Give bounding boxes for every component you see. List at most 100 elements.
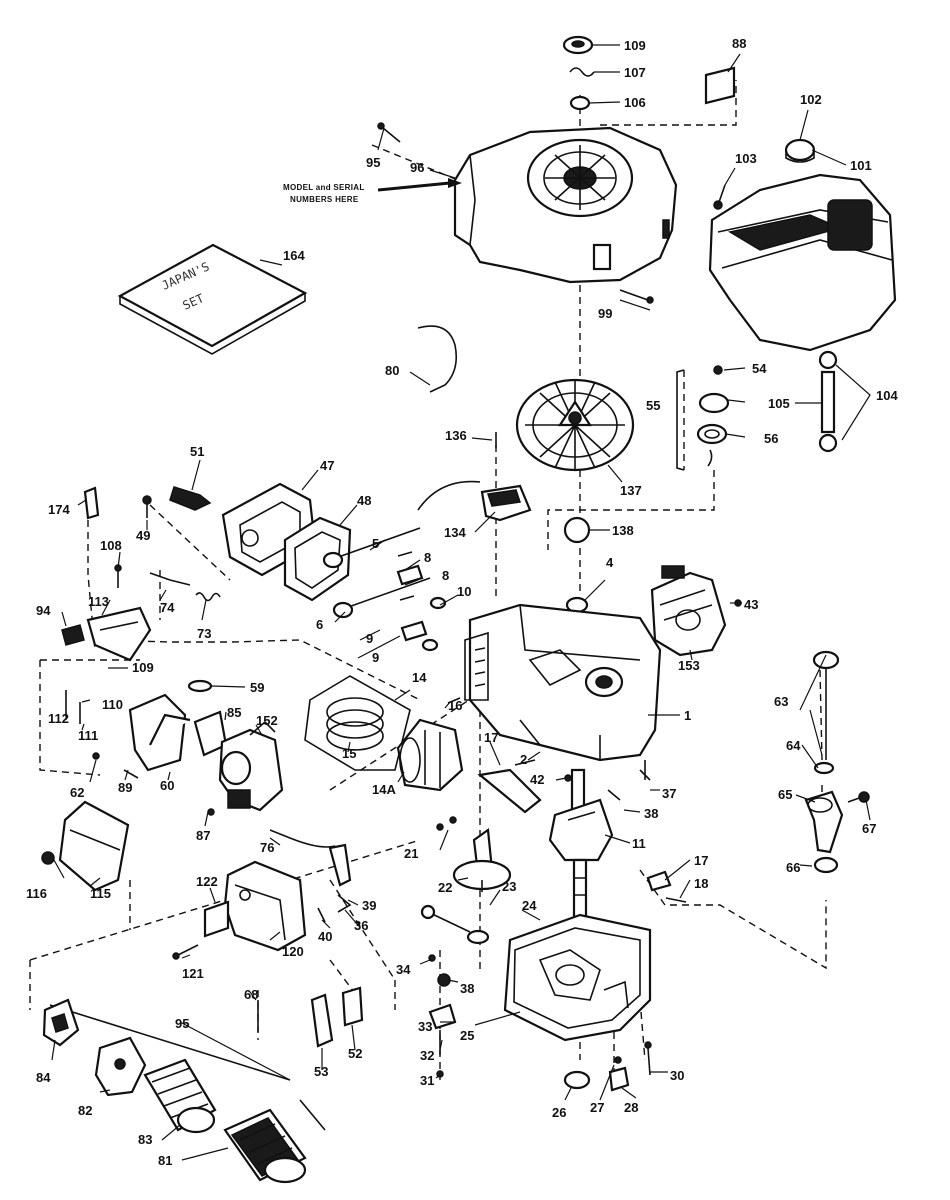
screw-40 (317, 907, 326, 923)
label-33: 33 (418, 1019, 432, 1034)
part-28 (608, 1066, 630, 1092)
link-174 (83, 486, 100, 520)
link-74 (149, 572, 191, 586)
crankshaft (548, 768, 614, 920)
label-81: 81 (158, 1153, 172, 1168)
carburetor-area (65, 679, 284, 816)
label-63: 63 (774, 694, 788, 709)
label-55: 55 (646, 398, 660, 413)
label-21: 21 (404, 846, 418, 861)
label-106: 106 (624, 95, 646, 110)
label-39: 39 (362, 898, 376, 913)
label-36: 36 (354, 918, 368, 933)
label-38b: 38 (460, 981, 474, 996)
blower-housing (453, 126, 678, 284)
label-1: 1 (684, 708, 691, 723)
label-110: 110 (102, 697, 123, 712)
label-16: 16 (448, 698, 462, 713)
label-47: 47 (320, 458, 334, 473)
fuel-line (818, 350, 838, 453)
label-9b: 9 (372, 650, 379, 665)
spring-107 (569, 67, 595, 77)
oil-fill-tube (804, 650, 870, 874)
label-80: 80 (385, 363, 399, 378)
label-14A: 14A (372, 782, 396, 797)
oil-sump (503, 913, 652, 1042)
part-52 (341, 986, 364, 1027)
label-10: 10 (457, 584, 471, 599)
label-103: 103 (735, 151, 757, 166)
label-138: 138 (612, 523, 634, 538)
label-60: 60 (160, 778, 174, 793)
label-113: 113 (88, 594, 109, 609)
screw-18 (665, 897, 687, 903)
label-5: 5 (372, 536, 379, 551)
label-43: 43 (744, 597, 758, 612)
label-15: 15 (342, 746, 356, 761)
label-40: 40 (318, 929, 332, 944)
tube-65 (804, 790, 844, 854)
bushing-138 (563, 516, 591, 544)
label-101: 101 (850, 158, 872, 173)
label-8a: 8 (424, 550, 431, 565)
label-95b: 95 (175, 1016, 189, 1031)
label-152: 152 (256, 713, 278, 728)
label-102: 102 (800, 92, 822, 107)
screw-95 (382, 127, 401, 143)
label-48: 48 (357, 493, 371, 508)
screw-49 (142, 495, 152, 505)
label-105: 105 (768, 396, 790, 411)
note-line2: NUMBERS HERE (290, 195, 359, 204)
flywheel (515, 378, 635, 472)
dipstick-63 (812, 650, 840, 670)
part-37 (639, 760, 651, 781)
label-27: 27 (590, 1100, 604, 1115)
label-17b: 17 (694, 853, 708, 868)
label-54: 54 (752, 361, 767, 376)
note-line1: MODEL and SERIAL (283, 183, 365, 192)
valve-set (322, 527, 447, 652)
label-88: 88 (732, 36, 746, 51)
label-89: 89 (118, 780, 132, 795)
rod-2 (514, 759, 536, 766)
recoil-starter-153 (650, 565, 727, 657)
label-68: 68 (244, 987, 258, 1002)
label-37: 37 (662, 786, 676, 801)
label-28: 28 (624, 1100, 638, 1115)
label-84: 84 (36, 1070, 51, 1085)
label-115: 115 (90, 886, 111, 901)
label-164: 164 (283, 248, 305, 263)
label-59: 59 (250, 680, 264, 695)
washer-106 (569, 95, 591, 111)
oring-64 (813, 761, 835, 775)
label-30: 30 (670, 1068, 684, 1083)
bracket-39 (328, 843, 352, 887)
piston-rings (304, 675, 411, 771)
part-17b (646, 870, 672, 892)
air-cleaner (42, 998, 326, 1184)
label-9a: 9 (366, 631, 373, 646)
label-122: 122 (196, 874, 218, 889)
part-94 (61, 624, 85, 646)
seal-26 (563, 1070, 591, 1090)
label-95: 95 (366, 155, 380, 170)
label-32: 32 (420, 1048, 434, 1063)
screw-89 (123, 769, 139, 779)
gasket-48 (283, 516, 352, 602)
cap-109 (562, 35, 594, 55)
fuel-cap-102 (784, 138, 816, 162)
label-6: 6 (316, 617, 323, 632)
owner-manual: JAPAN'S SET (117, 243, 308, 355)
oil-drain (428, 954, 457, 1078)
label-137: 137 (620, 483, 642, 498)
label-73: 73 (197, 626, 211, 641)
label-96: 96 (410, 160, 424, 175)
label-134: 134 (444, 525, 466, 540)
label-153: 153 (678, 658, 700, 673)
label-67: 67 (862, 821, 876, 836)
label-87: 87 (196, 828, 210, 843)
screw-30 (647, 1047, 651, 1076)
label-14: 14 (412, 670, 427, 685)
label-26: 26 (552, 1105, 566, 1120)
